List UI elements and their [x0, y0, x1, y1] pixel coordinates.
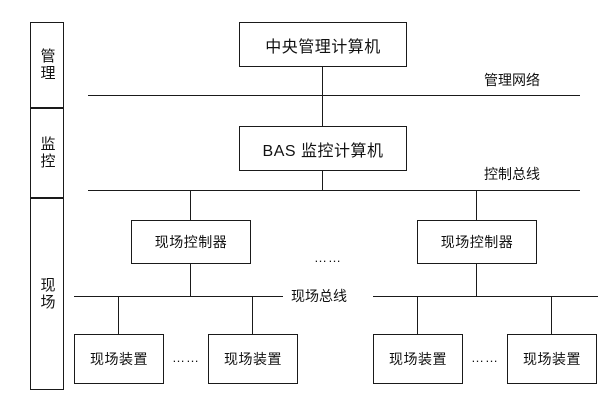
bus-label-control: 控制总线: [484, 164, 540, 184]
ellipsis-devices-right: ……: [463, 350, 507, 365]
connector-control-bus-to-controller-right: [476, 190, 477, 220]
bus-management-network: [88, 95, 580, 96]
stage-label-field: 现场: [38, 277, 56, 311]
node-bas-monitoring-computer: BAS 监控计算机: [239, 126, 407, 171]
bus-field-right-segment: [373, 296, 598, 297]
connector-central-to-management-network: [322, 67, 323, 95]
node-label-field-controller-right: 现场控制器: [440, 234, 514, 250]
node-label-field-device-2: 现场装置: [224, 351, 282, 367]
node-central-management-computer: 中央管理计算机: [239, 22, 407, 67]
node-label-field-device-1: 现场装置: [90, 351, 148, 367]
bus-field-left-segment: [74, 296, 283, 297]
node-label-field-device-3: 现场装置: [389, 351, 447, 367]
bus-label-field: 现场总线: [287, 286, 351, 306]
connector-controller-right-to-field-bus: [476, 264, 477, 296]
node-field-device-3: 现场装置: [373, 334, 463, 384]
connector-field-bus-to-device-4: [551, 296, 552, 334]
connector-field-bus-to-device-3: [417, 296, 418, 334]
stage-label-management: 管理: [38, 48, 56, 82]
node-label-bas-monitoring-computer: BAS 监控计算机: [262, 142, 384, 160]
stage-cell-management: 管理: [30, 22, 64, 108]
node-field-controller-right: 现场控制器: [417, 220, 537, 264]
node-label-field-device-4: 现场装置: [523, 351, 581, 367]
connector-field-bus-to-device-2: [252, 296, 253, 334]
node-label-field-controller-left: 现场控制器: [154, 234, 228, 250]
bus-control: [88, 190, 580, 191]
node-field-device-2: 现场装置: [208, 334, 298, 384]
connector-management-network-to-bas: [322, 95, 323, 126]
connector-field-bus-to-device-1: [118, 296, 119, 334]
stage-label-monitoring: 监控: [38, 136, 56, 170]
connector-control-bus-to-controller-left: [190, 190, 191, 220]
connector-bas-to-control-bus: [322, 171, 323, 190]
connector-controller-left-to-field-bus: [190, 264, 191, 296]
node-field-device-1: 现场装置: [74, 334, 164, 384]
ellipsis-controllers: ……: [298, 250, 358, 265]
bus-label-management-network: 管理网络: [484, 70, 540, 90]
stage-cell-monitoring: 监控: [30, 108, 64, 198]
node-field-device-4: 现场装置: [507, 334, 597, 384]
ellipsis-devices-left: ……: [164, 350, 208, 365]
stage-cell-field: 现场: [30, 198, 64, 390]
node-field-controller-left: 现场控制器: [131, 220, 251, 264]
node-label-central-management-computer: 中央管理计算机: [265, 38, 381, 56]
